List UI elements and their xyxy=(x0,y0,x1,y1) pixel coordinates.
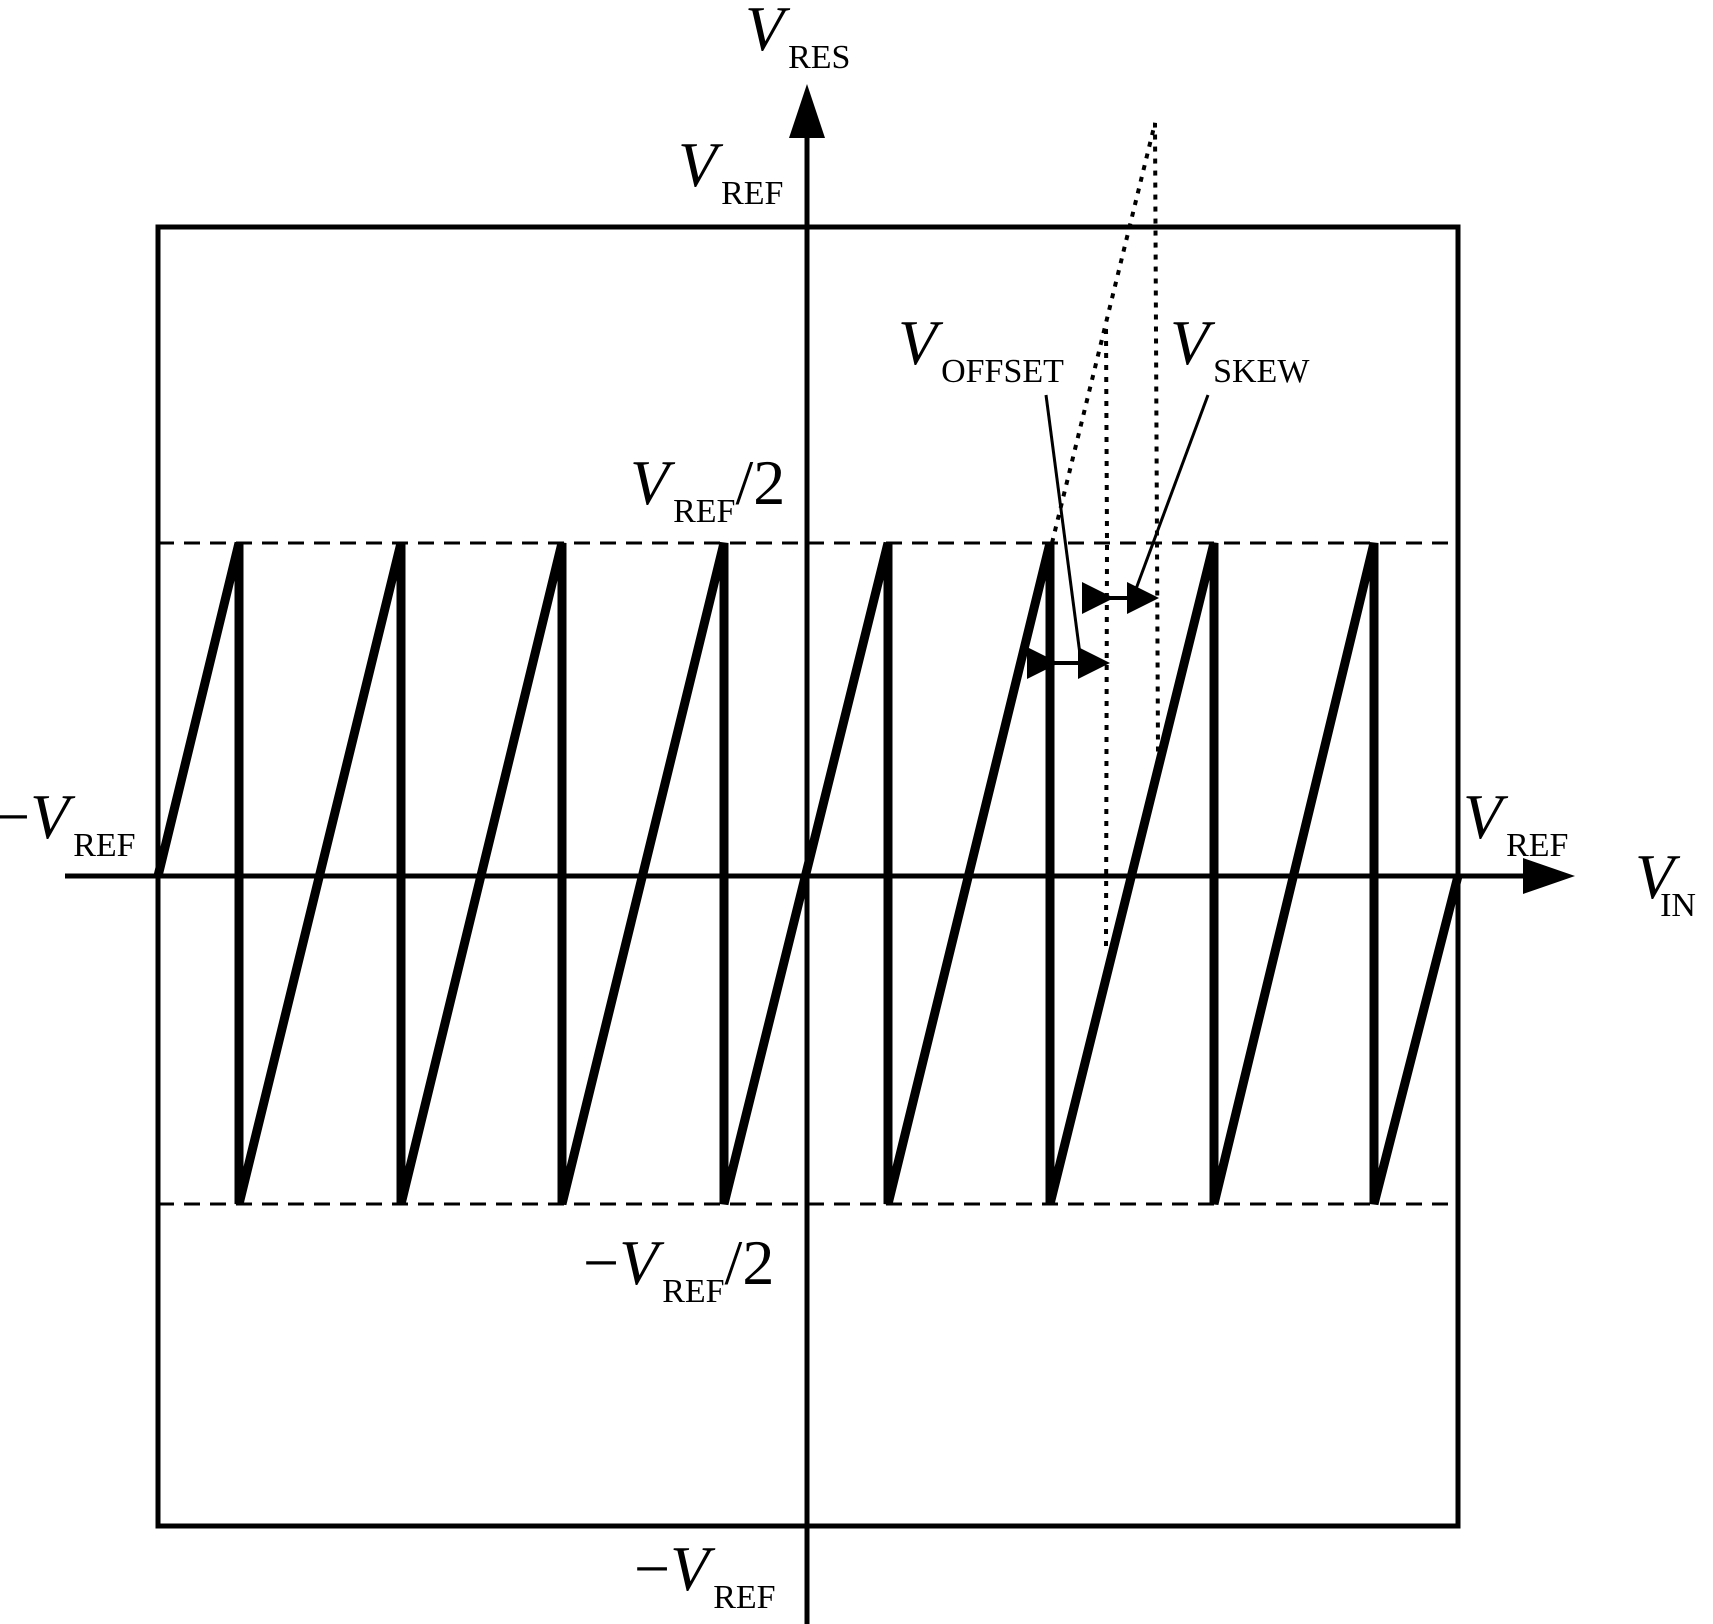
vres-axis-arrow-icon xyxy=(789,84,825,138)
skew-leader-line xyxy=(1131,394,1210,598)
skewed-segment-dotted xyxy=(1050,122,1160,753)
offset-segment-dotted xyxy=(1104,324,1110,947)
offset-leader-line xyxy=(1044,394,1083,663)
vin-axis-label: VIN xyxy=(1635,841,1696,924)
vin-axis-arrow-icon xyxy=(1523,858,1575,894)
residue-sawtooth-curve xyxy=(153,541,1463,1206)
